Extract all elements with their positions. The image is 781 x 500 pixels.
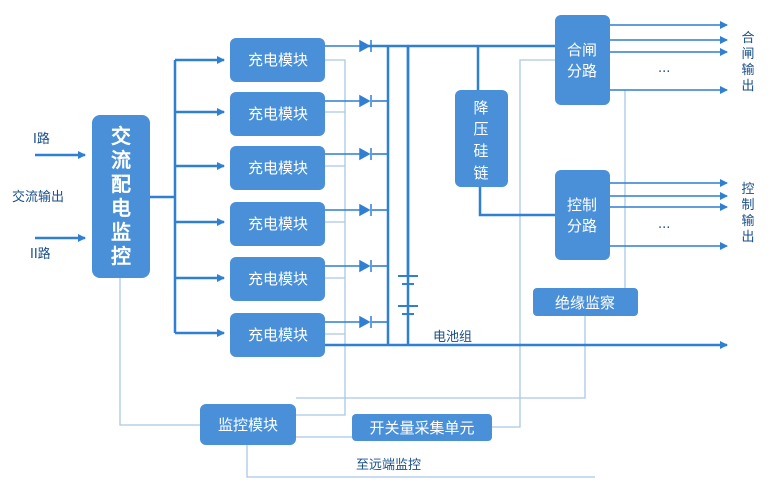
diode-icon (359, 94, 372, 108)
closing-output-label: 合 闸 输 出 (741, 31, 754, 94)
insulation-monitor: 绝缘监察 (533, 288, 638, 316)
charge-module-4: 充电模块 (230, 202, 325, 246)
battery-label: 电池组 (433, 330, 472, 345)
diode-icon (359, 147, 372, 161)
monitor-module: 监控模块 (200, 404, 296, 445)
charge-module-2: 充电模块 (230, 92, 325, 136)
input-line1-label: I路 (33, 131, 50, 147)
charge-module-label: 充电模块 (248, 215, 308, 233)
input-label: 交流输出 (12, 189, 64, 205)
ac-distribution-monitor: 交 流 配 电 监 控 (92, 115, 150, 278)
charge-module-6: 充电模块 (230, 313, 325, 357)
charge-module-label: 充电模块 (248, 159, 308, 177)
closing-output-char: 输 (741, 62, 754, 78)
remote-label: 至远端监控 (356, 458, 421, 473)
control-branch-line2: 分路 (567, 217, 597, 235)
closing-branch-line2: 分路 (567, 62, 597, 80)
silicon-chain-char: 压 (473, 120, 488, 138)
main-wiring (35, 21, 728, 349)
diode-icon (359, 39, 372, 53)
closing-branch: 合闸 分路 (555, 15, 610, 105)
ac-monitor-char: 控 (111, 244, 131, 268)
switch-acquisition-label: 开关量采集单元 (369, 419, 474, 437)
insulation-monitor-label: 绝缘监察 (555, 294, 615, 312)
ac-monitor-char: 流 (111, 148, 131, 172)
closing-branch-line1: 合闸 (567, 41, 597, 59)
charge-module-3: 充电模块 (230, 146, 325, 190)
silicon-chain-char: 链 (473, 164, 488, 182)
charge-module-5: 充电模块 (230, 257, 325, 301)
charge-module-label: 充电模块 (248, 105, 308, 123)
closing-output-char: 闸 (741, 47, 754, 62)
input-line2-label: II路 (30, 246, 51, 262)
ac-monitor-char: 电 (111, 196, 131, 220)
closing-output-char: 出 (741, 79, 754, 94)
silicon-chain: 降 压 硅 链 (455, 90, 508, 187)
switch-acquisition-unit: 开关量采集单元 (352, 414, 492, 441)
control-output-char: 控 (741, 182, 754, 197)
control-branch-line1: 控制 (567, 196, 597, 214)
diodes (359, 39, 372, 329)
ac-monitor-char: 配 (111, 172, 131, 196)
charge-module-label: 充电模块 (248, 270, 308, 288)
charge-module-1: 充电模块 (230, 38, 325, 82)
control-output-char: 制 (741, 198, 754, 213)
ac-monitor-char: 交 (111, 124, 131, 148)
diode-icon (359, 203, 372, 217)
charge-module-label: 充电模块 (248, 51, 308, 69)
control-output-char: 出 (741, 230, 754, 245)
closing-output-char: 合 (741, 31, 754, 46)
control-output-label: 控 制 输 出 (741, 182, 754, 245)
monitor-module-label: 监控模块 (218, 416, 278, 434)
silicon-chain-char: 硅 (473, 142, 488, 160)
battery-icon (398, 275, 418, 345)
diode-icon (359, 315, 372, 329)
control-branch: 控制 分路 (555, 170, 610, 260)
ac-monitor-char: 监 (111, 220, 131, 244)
silicon-chain-char: 降 (473, 99, 488, 117)
diode-icon (359, 259, 372, 273)
control-ellipsis: ··· (658, 221, 670, 236)
closing-ellipsis: ··· (658, 65, 670, 80)
control-output-char: 输 (741, 213, 754, 229)
charge-module-label: 充电模块 (248, 326, 308, 344)
